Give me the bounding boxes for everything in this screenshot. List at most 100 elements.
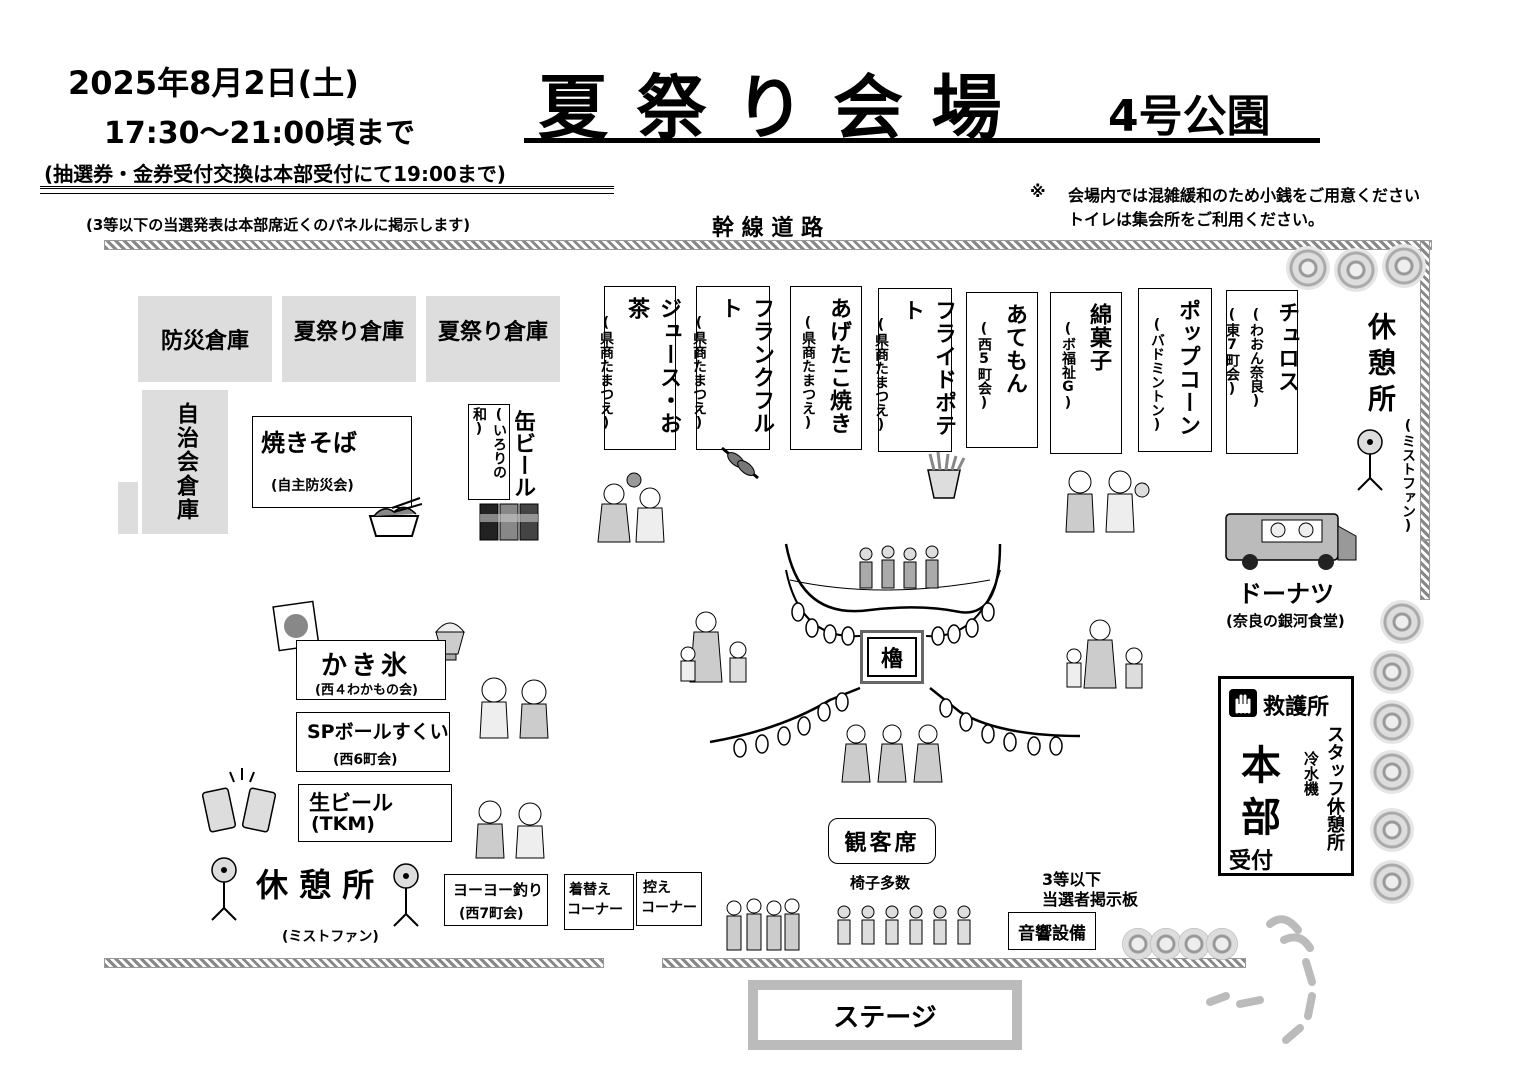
audience-icon	[837, 905, 971, 945]
honbu-main-2: 部	[1241, 795, 1281, 841]
yukata-family-icon	[1066, 619, 1143, 689]
road-label: 幹 線 道 路	[712, 216, 823, 241]
sp-ball-org: (西6町会)	[333, 752, 398, 768]
yagura-tower: 櫓	[860, 630, 924, 684]
hikae-corner: 控え コーナー	[636, 872, 702, 926]
shaved-ice-icon	[434, 622, 466, 661]
yoyo-org: (西7町会)	[459, 906, 524, 922]
kankyaku-sub: 椅子多数	[850, 874, 911, 892]
park-border-right-lower	[1420, 540, 1430, 600]
honbu-headquarters: 救護所 本 部 受付 スタッフ休憩所 冷水機	[1218, 676, 1354, 876]
kigae-line2: コーナー	[567, 902, 623, 918]
yoyo-name: ヨーヨー釣り	[453, 881, 544, 899]
mist-fan-icon	[211, 857, 237, 921]
shrub-icon	[1334, 248, 1378, 292]
park-border-right	[1420, 240, 1430, 540]
shrub-icon	[1286, 246, 1330, 290]
beer-mugs-icon	[201, 768, 277, 833]
park-border-bottom-left	[104, 958, 604, 968]
park-border-bottom-right	[662, 958, 1246, 968]
shrub-icon	[1206, 928, 1238, 960]
booth-wataame-org: (ボ福祉G)	[1060, 321, 1076, 411]
booth-agetako: あげたこ焼き (県商たまつえ)	[790, 286, 862, 450]
lottery-note-underline	[40, 186, 614, 194]
staff-rest-label: スタッフ休憩所	[1324, 725, 1345, 851]
yukata-kids-icon	[597, 472, 665, 543]
stage-label: ステージ	[833, 1002, 937, 1033]
booth-juice: ジュース・お茶 (県商たまつえ)	[598, 286, 681, 450]
board-line1: 3等以下	[1042, 870, 1102, 889]
kigae-line1: 着替え	[569, 882, 611, 898]
entrance-arrows-icon	[1206, 915, 1316, 1044]
yakisoba-icon	[368, 497, 422, 537]
booth-juice-org: (県商たまつえ)	[598, 315, 614, 431]
yakisoba-booth: 焼きそば (自主防災会)	[252, 416, 412, 508]
shrub-icon	[1122, 928, 1154, 960]
board-line2: 当選者掲示板	[1042, 890, 1139, 909]
yakisoba-name: 焼きそば	[261, 429, 357, 457]
notice-line2: トイレは集会所をご利用ください。	[1068, 210, 1325, 229]
storage-shed	[118, 482, 138, 534]
notice-line1: 会場内では混雑緩和のため小銭をご用意ください	[1068, 186, 1421, 205]
nama-beer-booth: 生ビール (TKM)	[298, 784, 452, 842]
kanbeer-org: (いろりの和)	[468, 404, 510, 500]
booth-atemon: あてもん (西5町会)	[966, 292, 1038, 448]
booth-popcorn: ポップコーン (バドミントン)	[1138, 288, 1212, 452]
nama-beer-name: 生ビール	[309, 791, 393, 815]
kakigori-org: (西４わかもの会)	[315, 683, 418, 698]
shrub-icon	[1370, 650, 1414, 694]
yagura-label: 櫓	[867, 637, 917, 677]
park-border-top	[104, 240, 1432, 250]
rest-area-right-sub: (ミストファン)	[1400, 418, 1416, 534]
water-cooler-label: 冷水機	[1302, 751, 1320, 796]
kankyaku-label: 観客席	[844, 831, 920, 856]
beer-cans-icon	[479, 503, 539, 541]
rest-area-right-label: 休憩所	[1364, 312, 1397, 420]
booth-atemon-org: (西5町会)	[976, 321, 992, 411]
kigae-corner: 着替え コーナー	[564, 874, 634, 930]
booth-agetako-org: (県商たまつえ)	[800, 315, 816, 431]
event-time: 17:30～21:00頃まで	[104, 116, 415, 151]
booth-wataame-name: 綿菓子	[1086, 303, 1111, 372]
page-title: 夏 祭 り 会 場	[538, 67, 1004, 149]
booth-wataame: 綿菓子 (ボ福祉G)	[1050, 292, 1122, 454]
booth-agetako-name: あげたこ焼き	[826, 297, 851, 435]
hikae-line1: 控え	[643, 880, 671, 896]
kakigori-booth: かき氷 (西４わかもの会)	[296, 640, 446, 700]
booth-frankfurt: フランクフルト (県商たまつえ)	[691, 286, 774, 450]
food-truck-icon	[1225, 513, 1357, 570]
shrub-icon	[1370, 750, 1414, 794]
onkyo-equipment: 音響設備	[1008, 912, 1096, 950]
yoyo-booth: ヨーヨー釣り (西7町会)	[444, 874, 548, 926]
booth-churros-org2: (東7町会)	[1224, 307, 1240, 397]
notice-mark: ※	[1030, 182, 1046, 201]
shrub-icon	[1370, 808, 1414, 852]
booth-churros-org: (わおん奈良)	[1248, 307, 1264, 409]
sp-ball-name: SPボールすくい	[307, 721, 449, 743]
kids-icon	[479, 677, 549, 739]
booth-frankfurt-org: (県商たまつえ)	[691, 315, 707, 431]
lottery-note: (抽選券・金券受付交換は本部受付にて19:00まで)	[44, 162, 506, 186]
booth-popcorn-org: (バドミントン)	[1149, 317, 1165, 433]
shrub-icon	[1382, 244, 1426, 288]
natsu-storage-2: 夏祭り倉庫	[426, 296, 560, 382]
shrub-icon	[1370, 860, 1414, 904]
booth-churros: チュロス (わおん奈良) (東7町会)	[1224, 290, 1299, 454]
lantern-strings	[709, 543, 1081, 758]
fries-icon	[927, 451, 966, 499]
rest-area-left-sub: (ミストファン)	[282, 929, 379, 945]
frankfurt-icon	[721, 446, 759, 480]
booth-churros-name: チュロス	[1274, 301, 1299, 393]
uketsuke-label: 受付	[1229, 849, 1274, 874]
first-aid-hand-icon	[1229, 689, 1257, 717]
shrub-icon	[1150, 928, 1182, 960]
mist-fan-icon	[393, 863, 419, 927]
bousai-storage: 防災倉庫	[138, 296, 272, 382]
donuts-name: ドーナツ	[1238, 580, 1334, 608]
kids-icon	[475, 800, 545, 859]
booth-popcorn-name: ポップコーン	[1175, 299, 1200, 437]
yukata-couple-icon	[1065, 470, 1150, 533]
kanbeer-booth: 缶ビール (いろりの和)	[464, 404, 540, 500]
booth-frankfurt-name: フランクフルト	[717, 297, 774, 435]
shrub-icon	[1380, 600, 1424, 644]
